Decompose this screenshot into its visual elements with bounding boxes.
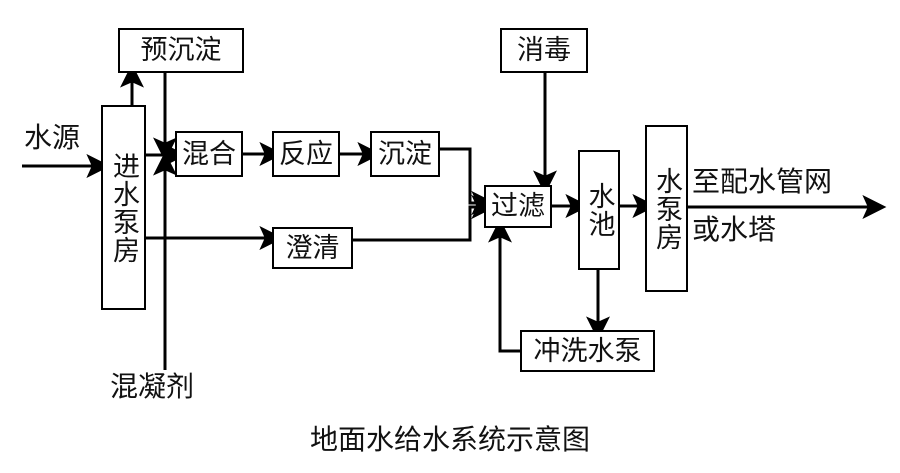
- label-to-distribution-network: 至配水管网: [692, 165, 833, 198]
- node-label: 消毒: [517, 35, 571, 66]
- edge-clarification-to-filtration: [353, 195, 496, 242]
- node-pump-house[interactable]: 水泵房: [645, 125, 688, 292]
- node-label: 预沉淀: [140, 35, 222, 66]
- diagram-title: 地面水给水系统示意图: [309, 423, 590, 456]
- node-label: 过滤: [491, 191, 545, 222]
- edge-backwash-pump-to-filtration: [488, 218, 520, 353]
- node-filtration[interactable]: 过滤: [484, 185, 552, 228]
- node-sedimentation[interactable]: 沉淀: [370, 131, 440, 177]
- label-coagulant: 混凝剂: [110, 370, 195, 403]
- node-label: 水泵房: [651, 166, 682, 251]
- node-disinfection[interactable]: 消毒: [500, 28, 588, 73]
- node-label: 冲洗水泵: [533, 335, 642, 367]
- edge-sedimentation-to-filtration: [440, 147, 496, 215]
- label-water-source: 水源: [24, 121, 81, 154]
- node-label: 反应: [279, 138, 333, 170]
- node-label: 沉淀: [378, 138, 432, 170]
- node-mixing[interactable]: 混合: [175, 131, 243, 177]
- node-clarification[interactable]: 澄清: [272, 227, 353, 269]
- node-intake-pump-house[interactable]: 进水泵房: [101, 105, 146, 310]
- node-label: 澄清: [285, 232, 340, 264]
- node-label: 水池: [583, 182, 615, 238]
- node-clear-water-tank[interactable]: 水池: [578, 150, 620, 270]
- node-backwash-pump[interactable]: 冲洗水泵: [520, 330, 655, 372]
- node-reaction[interactable]: 反应: [272, 131, 340, 177]
- node-pre-sedimentation[interactable]: 预沉淀: [118, 28, 244, 73]
- node-label: 进水泵房: [108, 151, 139, 264]
- node-label: 混合: [182, 138, 236, 170]
- label-or-water-tower: 或水塔: [692, 213, 777, 246]
